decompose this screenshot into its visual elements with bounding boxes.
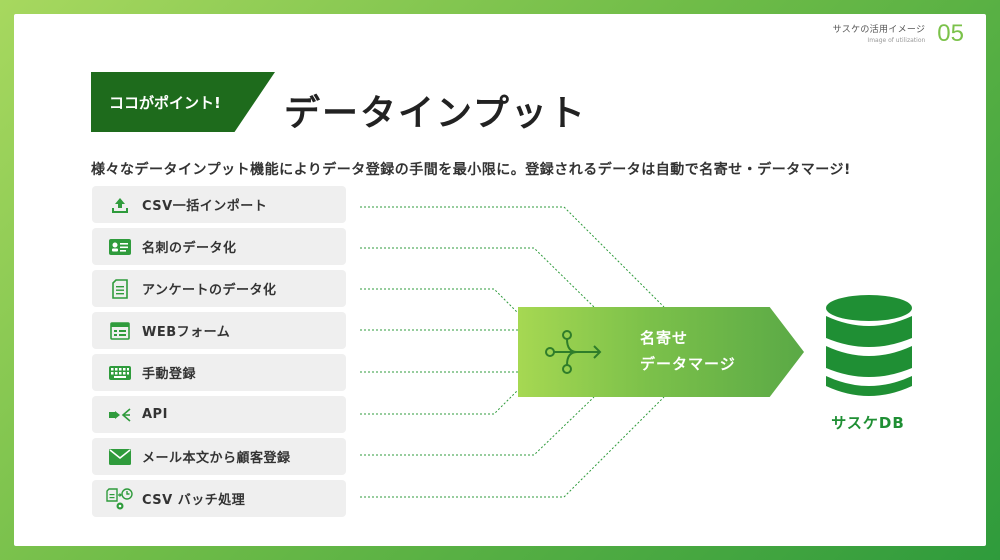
page-number: 05: [937, 20, 964, 47]
input-item-api: API: [92, 396, 346, 433]
input-item-csv-import: CSV一括インポート: [92, 186, 346, 223]
connector-line: [360, 206, 665, 308]
merge-icon: [544, 329, 604, 379]
api-icon: [98, 396, 142, 433]
input-item-mail: メール本文から顧客登録: [92, 438, 346, 475]
upload-icon: [98, 186, 142, 223]
input-item-label: CSV一括インポート: [142, 199, 268, 214]
input-item-label: 手動登録: [142, 367, 197, 382]
merge-label-line1: 名寄せ: [640, 329, 689, 347]
survey-document-icon: [98, 270, 142, 307]
slide-card: サスケの活用イメージ Image of utilization 05 ココがポイ…: [14, 14, 986, 546]
database-label: サスケDB: [831, 414, 905, 432]
mail-icon: [98, 438, 142, 475]
database-icon: [822, 294, 916, 406]
connector-lines: [360, 206, 665, 498]
input-item-label: アンケートのデータ化: [142, 283, 277, 298]
business-card-icon: [98, 228, 142, 265]
input-item-survey: アンケートのデータ化: [92, 270, 346, 307]
merge-process-arrow: 名寄せ データマージ: [518, 307, 804, 397]
connector-line: [360, 389, 519, 415]
connector-line: [360, 396, 665, 498]
input-item-label: WEBフォーム: [142, 325, 231, 340]
connector-line: [360, 288, 519, 314]
input-item-business-card: 名刺のデータ化: [92, 228, 346, 265]
input-method-list: CSV一括インポート 名刺のデータ化 アンケートのデータ化 WEBフォーム: [92, 186, 346, 522]
input-item-label: メール本文から顧客登録: [142, 451, 291, 466]
section-title-jp: サスケの活用イメージ: [832, 25, 926, 35]
web-form-icon: [98, 312, 142, 349]
input-item-label: 名刺のデータ化: [142, 241, 237, 256]
input-item-label: API: [142, 407, 168, 422]
connector-line: [360, 396, 595, 456]
input-item-csv-batch: CSV バッチ処理: [92, 480, 346, 517]
keyboard-icon: [98, 354, 142, 391]
batch-process-icon: [98, 480, 142, 517]
merge-label-line2: データマージ: [640, 355, 736, 373]
connector-line: [360, 247, 595, 308]
input-item-label: CSV バッチ処理: [142, 493, 246, 508]
input-item-manual: 手動登録: [92, 354, 346, 391]
page-subtitle: 様々なデータインプット機能によりデータ登録の手間を最小限に。登録されるデータは自…: [91, 162, 851, 178]
section-title-en: Image of utilization: [867, 37, 926, 44]
page-title: データインプット: [284, 93, 587, 134]
input-item-web-form: WEBフォーム: [92, 312, 346, 349]
point-badge-label: ココがポイント!: [109, 93, 221, 112]
header-meta: サスケの活用イメージ Image of utilization 05: [833, 22, 964, 46]
